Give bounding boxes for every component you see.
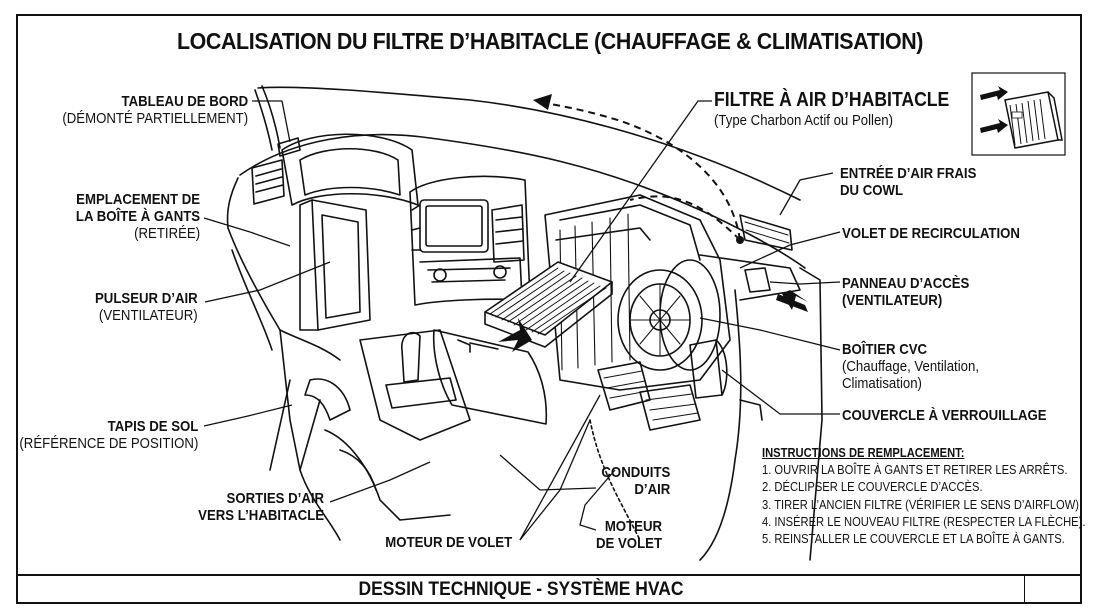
leader-glovebox: [203, 217, 291, 247]
center-vent: [491, 204, 525, 263]
label-recirc-door: VOLET DE RECIRCULATION: [842, 225, 1020, 242]
instrument-cluster: [281, 133, 419, 206]
instructions-heading: INSTRUCTIONS DE REMPLACEMENT:: [762, 445, 965, 460]
duct-2: [639, 384, 701, 431]
glovebox-cavity: [311, 199, 371, 331]
filter-insert-arrow: [498, 318, 532, 352]
recirc-housing: [699, 254, 801, 301]
fresh-air-arrow: [782, 290, 808, 310]
instruction-step: 1. OUVRIR LA BOÎTE À GANTS ET RETIRER LE…: [762, 462, 1068, 478]
center-stack: [409, 175, 531, 306]
hvac-housing: [544, 194, 731, 391]
dash-top: [239, 133, 806, 269]
leader-door-motor: [519, 419, 591, 541]
label-cabin-filter: FILTRE À AIR D’HABITACLE (Type Charbon A…: [714, 89, 950, 129]
leader-floormat: [203, 404, 293, 427]
airflow-dashed-path: [539, 101, 741, 241]
footer-divider: [16, 574, 1082, 576]
instruction-step: 2. DÉCLIPSER LE COUVERCLE D’ACCÈS.: [762, 479, 983, 495]
leader-cowl: [779, 172, 834, 216]
leader-cover: [721, 369, 840, 415]
page-title: LOCALISATION DU FILTRE D’HABITACLE (CHAU…: [176, 28, 924, 54]
footer-tick: [1024, 576, 1025, 602]
label-locking-cover: COUVERCLE À VERROUILLAGE: [842, 407, 1047, 424]
label-air-ducts: CONDUITS D’AIR: [601, 464, 670, 498]
label-blower: PULSEUR D’AIR (VENTILATEUR): [95, 290, 198, 324]
left-vent: [251, 159, 285, 205]
glovebox-door: [432, 329, 548, 425]
gear-shifter: [401, 331, 421, 383]
windshield-edge: [257, 86, 801, 201]
leader-lines: [203, 100, 841, 541]
leader-door-motor2: [579, 469, 616, 531]
label-floormat: TAPIS DE SOL (RÉFÉRENCE DE POSITION): [19, 418, 198, 452]
leader-outlets: [329, 461, 431, 503]
label-air-outlets: SORTIES D’AIR VERS L’HABITACLE: [198, 490, 324, 524]
infotainment-screen: [419, 199, 489, 253]
blower-wheel: [617, 269, 703, 371]
center-console: [359, 329, 471, 441]
label-dashboard: TABLEAU DE BORD (DÉMONTÉ PARTIELLEMENT): [62, 93, 248, 127]
leader-hvac: [699, 317, 841, 351]
duct-1: [597, 361, 651, 411]
right-door-line: [799, 267, 823, 561]
footer-title: DESSIN TECHNIQUE - SYSTÈME HVAC: [358, 579, 684, 600]
replacement-instructions: INSTRUCTIONS DE REMPLACEMENT: 1. OUVRIR …: [762, 444, 1085, 547]
leader-access: [769, 281, 841, 285]
filter-inset-icon: [971, 72, 1066, 156]
cowl-inlet: [739, 214, 793, 251]
leader-recirc: [739, 231, 841, 269]
access-panel: [744, 267, 771, 293]
leader-dashboard: [252, 100, 291, 143]
drawing-frame: [16, 14, 1082, 604]
label-door-motor: MOTEUR DE VOLET: [385, 534, 512, 551]
airflow-arrow-head: [533, 94, 552, 110]
label-glovebox-location: EMPLACEMENT DE LA BOÎTE À GANTS (RETIRÉE…: [75, 191, 200, 242]
label-cowl-inlet: ENTRÉE D’AIR FRAIS DU COWL: [840, 165, 977, 199]
leader-blower: [204, 261, 331, 303]
instruction-step: 5. REINSTALLER LE COUVERCLE ET LA BOÎTE …: [762, 531, 1065, 547]
door-panel: [227, 227, 341, 541]
label-access-panel: PANNEAU D’ACCÈS (VENTILATEUR): [842, 275, 970, 309]
leader-filter: [569, 100, 712, 283]
label-hvac-box: BOÎTIER CVC (Chauffage, Ventilation, Cli…: [842, 341, 979, 392]
label-door-motor-2: MOTEUR DE VOLET: [595, 518, 662, 552]
instruction-step: 4. INSÉRER LE NOUVEAU FILTRE (RESPECTER …: [762, 513, 1086, 529]
leader-ducts: [499, 454, 597, 491]
instruction-step: 3. TIRER L’ANCIEN FILTRE (VÉRIFIER LE SE…: [762, 496, 1083, 512]
